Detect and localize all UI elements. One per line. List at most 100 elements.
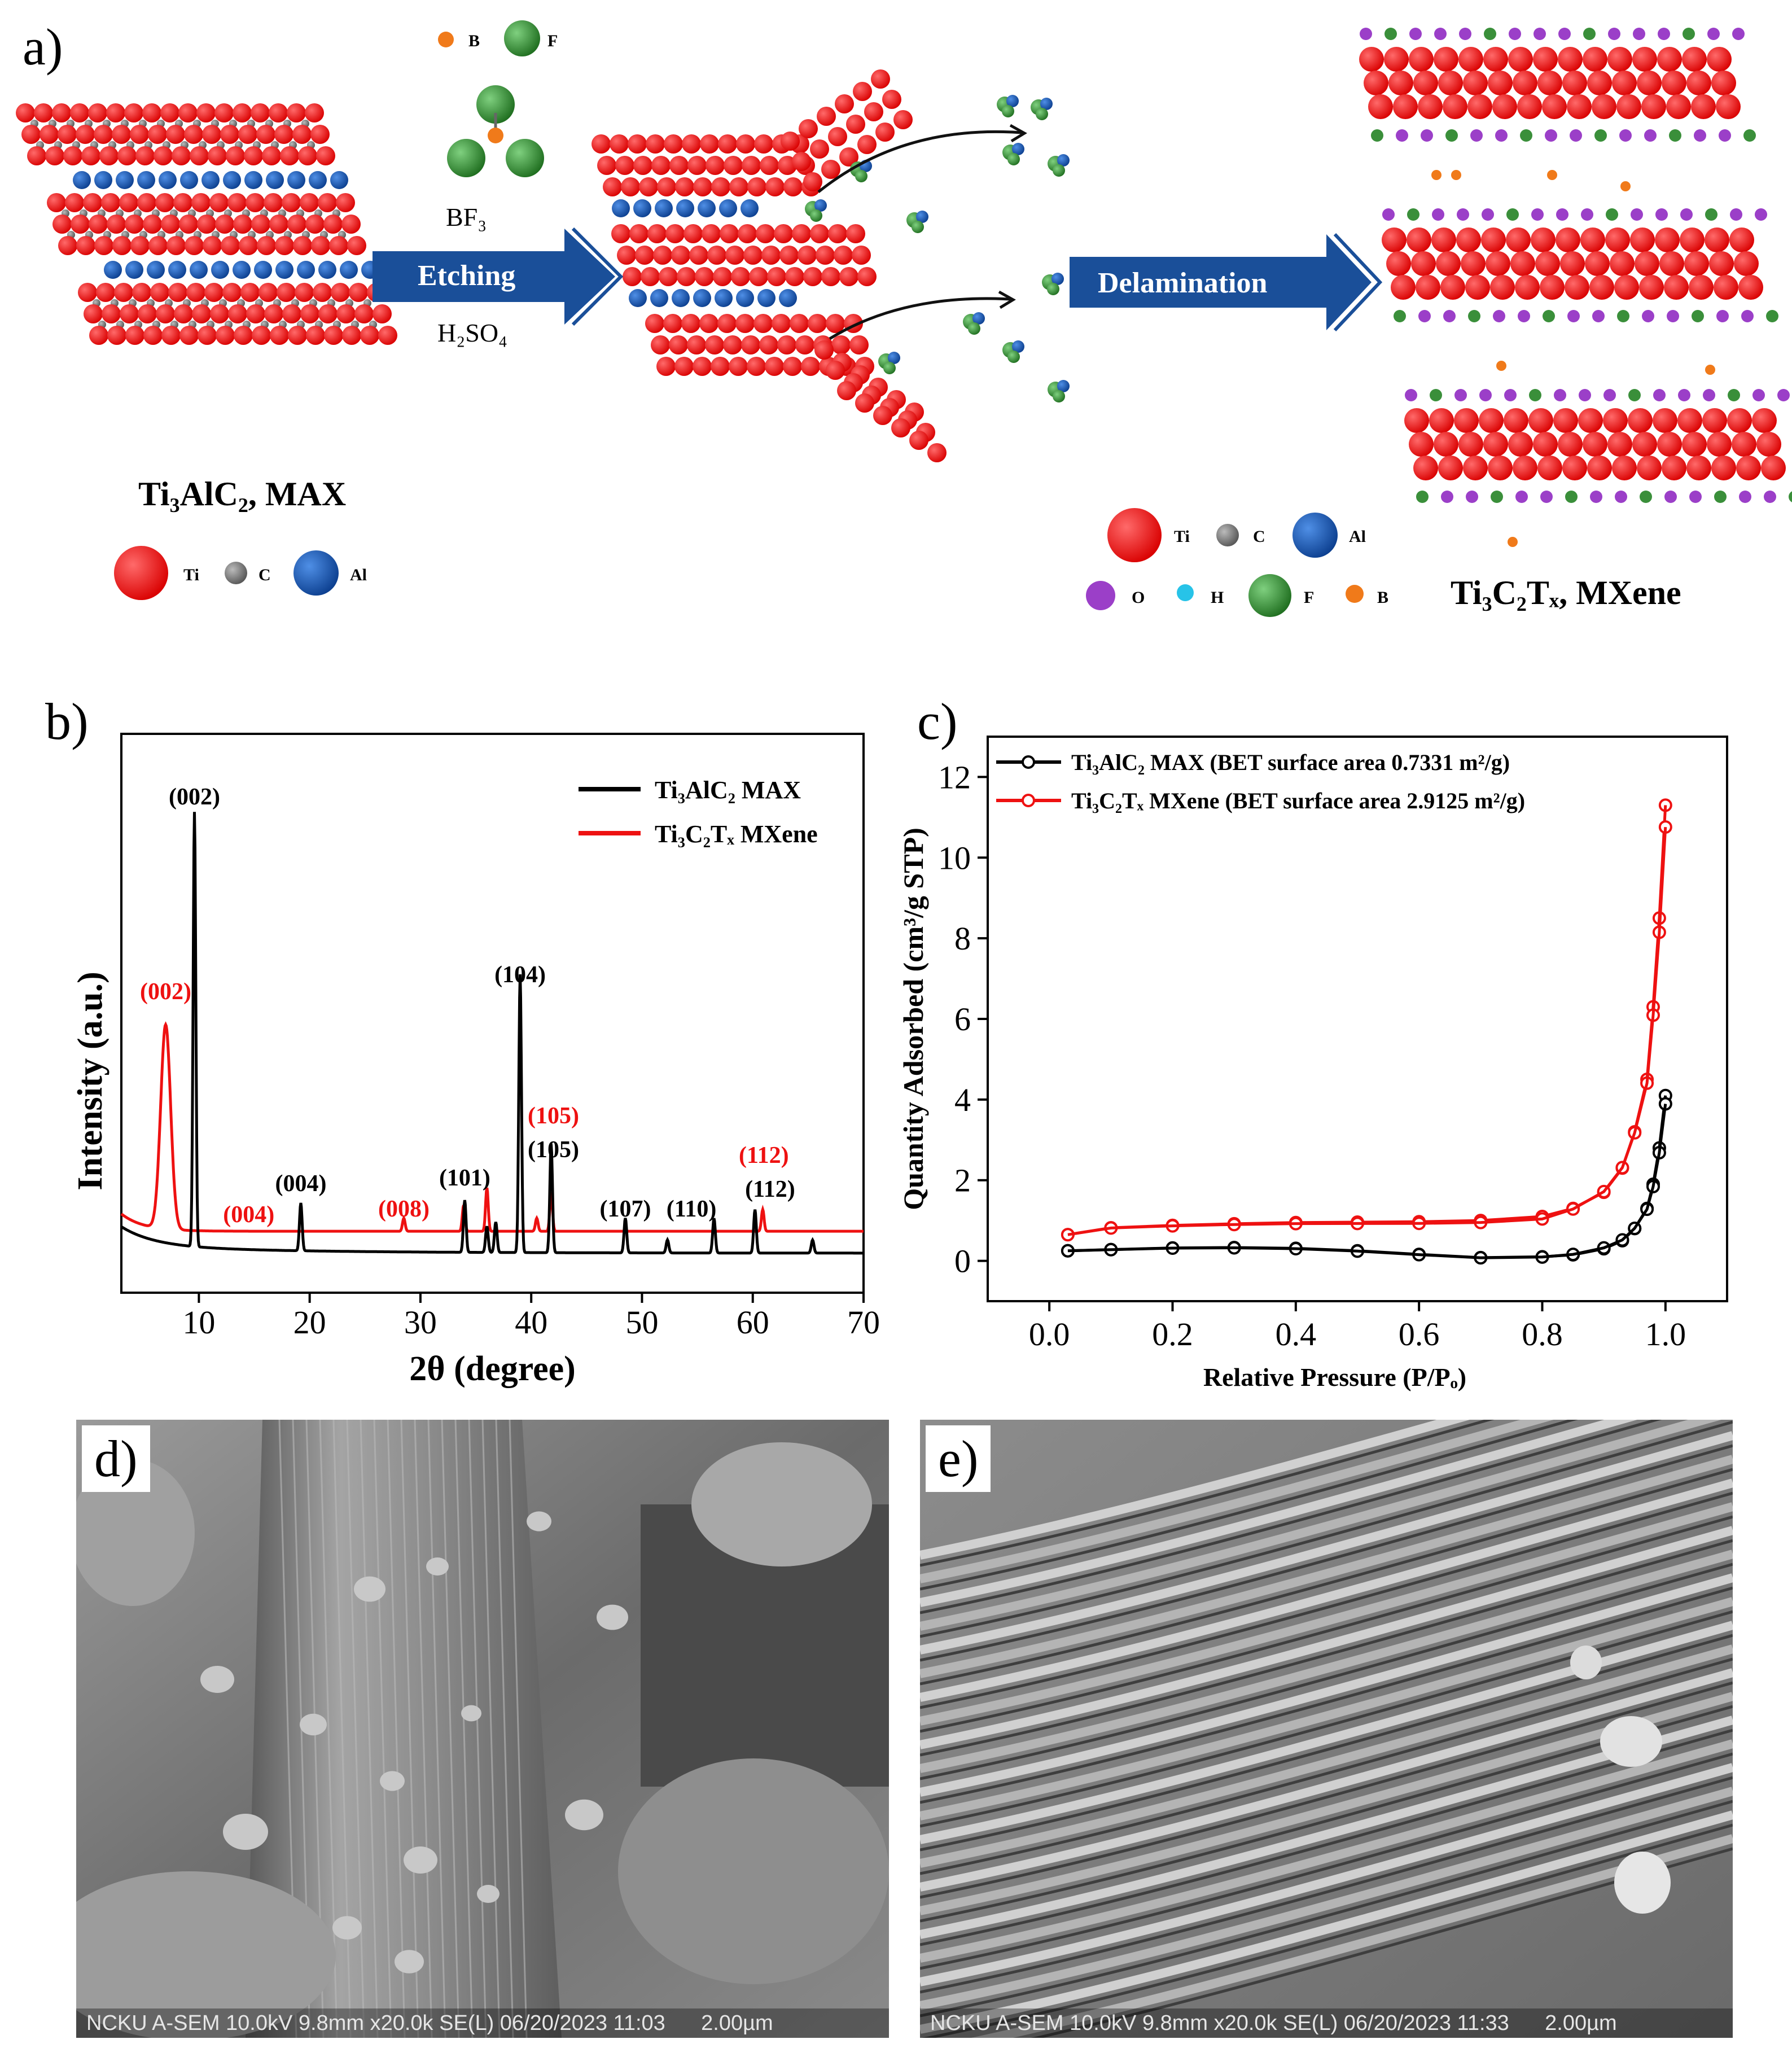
ti-atom — [875, 122, 895, 142]
ti-atom — [1463, 71, 1488, 95]
ti-atom — [1513, 456, 1537, 480]
surface-atom — [1565, 491, 1578, 503]
ti-atom — [1508, 432, 1533, 457]
ti-atom — [699, 314, 718, 333]
striation — [441, 1420, 460, 2038]
ti-atom — [125, 215, 144, 234]
ti-atom — [347, 236, 366, 255]
ti-atom — [846, 115, 865, 134]
panel-c-label: c) — [917, 693, 958, 750]
surface-atom — [1615, 491, 1627, 503]
y-tick-label: 12 — [938, 759, 971, 795]
ti-atom — [1711, 456, 1736, 480]
ti-atom — [1458, 432, 1483, 457]
surface-atom — [1421, 129, 1433, 142]
ti-atom — [891, 418, 910, 437]
ti-atom — [84, 304, 103, 323]
ti-atom — [1732, 432, 1756, 457]
mxene-layer — [971, 1834, 1733, 2038]
surface-atom — [1479, 389, 1492, 401]
surface-atom — [1454, 389, 1467, 401]
striation — [360, 1420, 379, 2038]
surface-atom — [1416, 491, 1429, 503]
ti-atom — [1429, 408, 1454, 433]
ti-atom — [1612, 456, 1637, 480]
mxene-layer — [920, 1597, 1733, 1821]
surface-atom — [1445, 129, 1458, 142]
bf3-label: BF₃ — [446, 203, 487, 231]
released-molecules — [805, 95, 1070, 402]
ti-atom — [1677, 408, 1702, 433]
ti-atom — [682, 134, 701, 154]
ti-atom — [705, 335, 724, 355]
surface-atom — [1592, 310, 1605, 322]
ti-atom — [1707, 432, 1732, 457]
ti-atom — [161, 215, 180, 234]
surface-atom — [1493, 310, 1505, 322]
fluorine-atom — [968, 322, 980, 335]
y-tick-label: 2 — [954, 1162, 971, 1199]
al-atom — [629, 289, 647, 307]
surface-atom — [1509, 28, 1521, 40]
ti-atom — [76, 125, 95, 144]
surface-atom — [1664, 491, 1677, 503]
x-axis-label: 2θ (degree) — [409, 1350, 576, 1388]
ti-atom — [853, 82, 872, 101]
layer-gap — [1031, 1847, 1733, 2038]
ti-atom — [107, 326, 126, 345]
ti-atom — [1691, 94, 1716, 119]
ti-atom — [1467, 94, 1492, 119]
ti-atom — [779, 246, 799, 265]
layer-gap — [920, 1776, 1733, 1994]
ti-atom — [226, 146, 245, 165]
ti-atom — [138, 304, 157, 323]
ti-atom — [215, 215, 234, 234]
mxene-layer — [920, 1502, 1733, 1726]
mxene-layer — [920, 1644, 1733, 1868]
ti-atom — [1686, 71, 1711, 95]
ti-atom — [777, 335, 796, 355]
legend-marker — [1022, 794, 1035, 807]
surface-atom — [1484, 28, 1496, 40]
ti-atom — [130, 125, 149, 144]
ti-atom — [835, 94, 854, 113]
ti-atom — [311, 236, 330, 255]
surface-atom — [1495, 129, 1508, 142]
ti-atom — [1664, 275, 1689, 300]
ti-atom — [635, 246, 654, 265]
ti-atom — [1756, 432, 1781, 457]
ti-atom — [190, 146, 209, 165]
ti-atom — [816, 246, 835, 265]
legend-max-al: Al — [350, 566, 367, 584]
ti-atom — [88, 103, 107, 122]
ti-atom — [1481, 227, 1506, 252]
ti-atom — [1580, 227, 1605, 252]
ti-atom — [597, 156, 616, 175]
ti-atom — [1612, 71, 1637, 95]
ti-atom — [1393, 94, 1418, 119]
peak-label: (002) — [169, 784, 220, 810]
ti-atom — [837, 381, 856, 400]
surface-atom — [1644, 129, 1657, 142]
ti-atom — [1657, 432, 1682, 457]
surface-atom — [1432, 208, 1444, 221]
ti-atom — [102, 304, 121, 323]
ti-atom — [63, 146, 82, 165]
legend-top-f: F — [547, 32, 558, 50]
ti-atom — [373, 304, 392, 323]
ti-atom — [735, 314, 755, 333]
ti-atom — [1434, 47, 1458, 72]
particle — [300, 1713, 327, 1736]
surface-atom — [1384, 28, 1397, 40]
delamination-label: Delamination — [1098, 267, 1268, 299]
x-tick-label: 70 — [847, 1304, 880, 1341]
al-atom — [254, 261, 272, 279]
ti-atom — [1510, 251, 1535, 276]
ti-atom — [839, 267, 858, 286]
layer-gap — [920, 1420, 1495, 1567]
ti-atom — [143, 326, 163, 345]
ti-atom — [16, 103, 35, 122]
ti-atom — [280, 146, 299, 165]
legend-mx-h: H — [1211, 588, 1224, 607]
sem-mxene-footer: NCKU A-SEM 10.0kV 9.8mm x20.0k SE(L) 06/… — [920, 2008, 1733, 2038]
